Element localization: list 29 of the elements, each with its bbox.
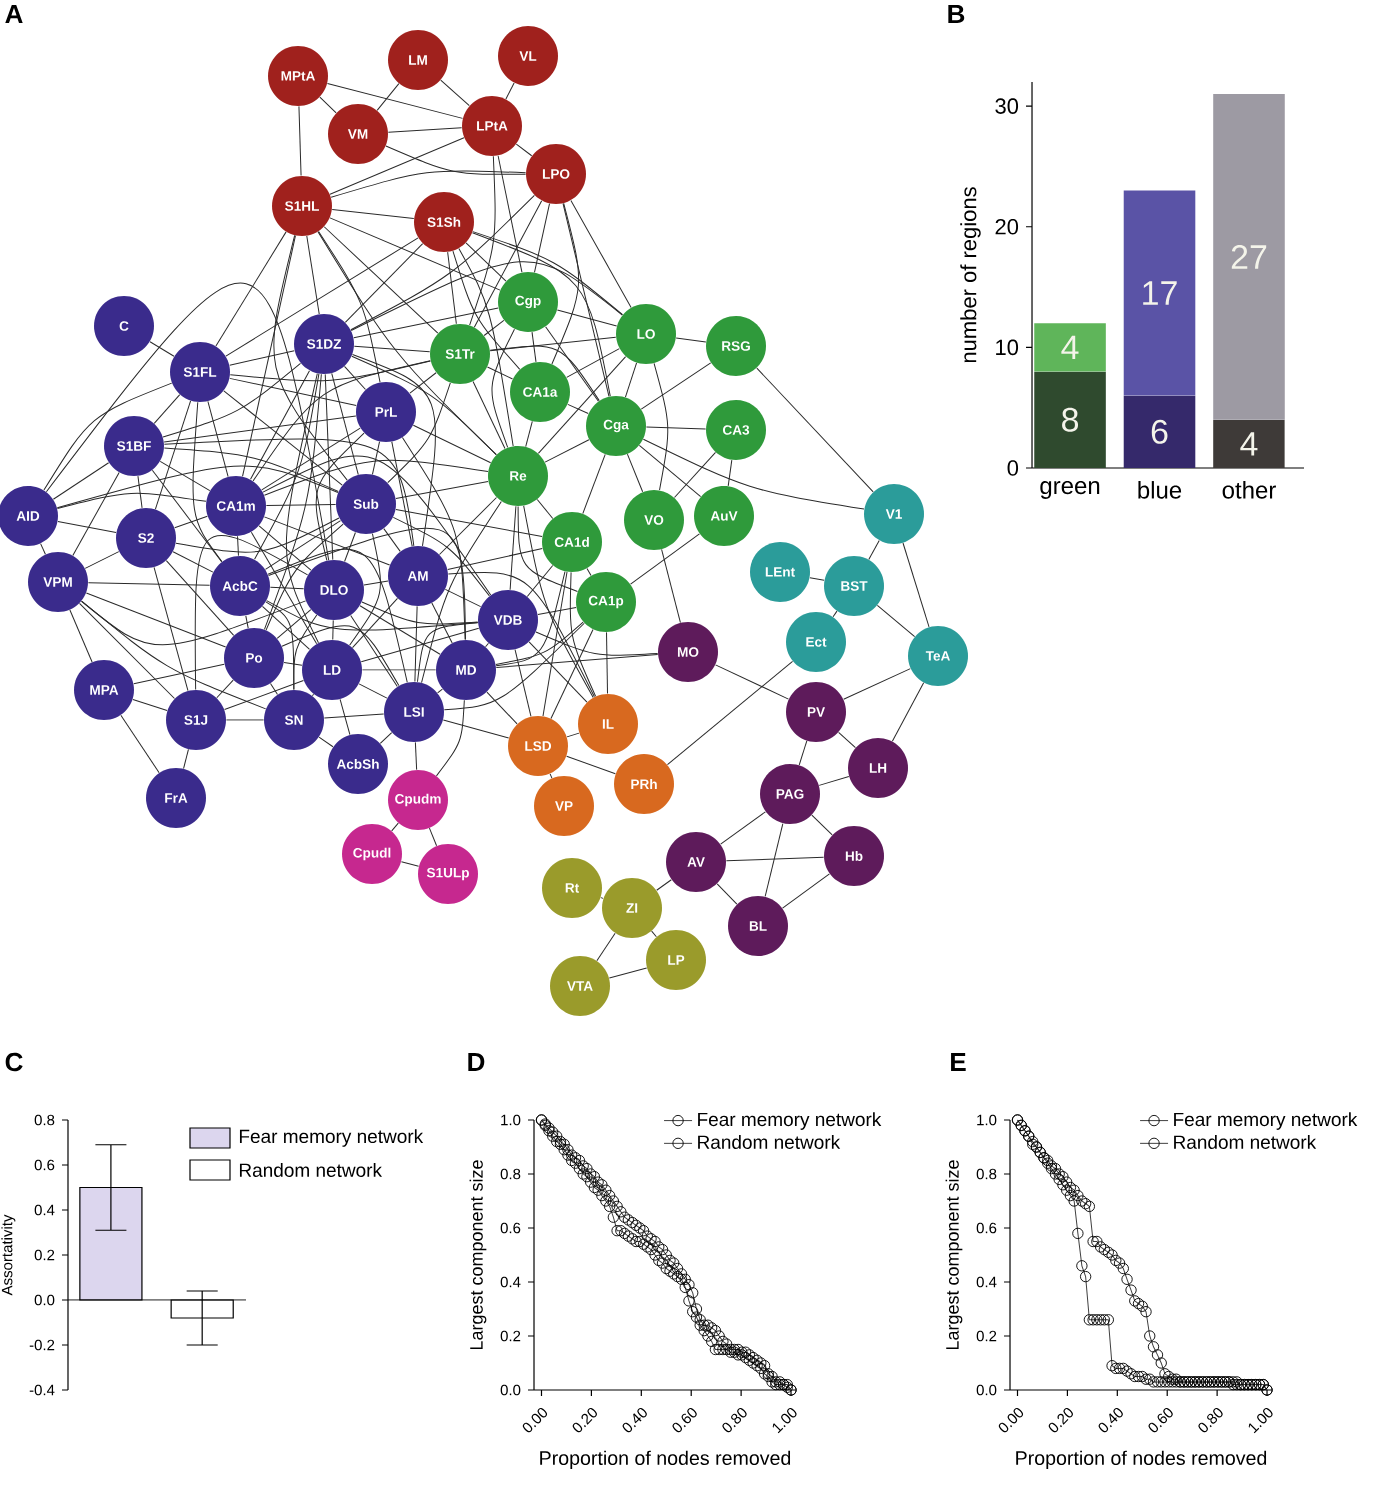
panel-letter: B (948, 5, 965, 23)
legend-label: Random network (239, 1163, 382, 1177)
x-axis-title: Proportion of nodes removed (540, 1450, 791, 1469)
panel-letter: A (5, 5, 23, 23)
legend-label: Fear memory network (1174, 1112, 1358, 1130)
data-label: 27 (1231, 245, 1267, 269)
legend-label: Random network (1174, 1134, 1317, 1149)
data-label: 4 (1240, 432, 1258, 456)
y-tick-label: 30 (995, 98, 1019, 114)
y-axis-title: Largest component size (945, 1160, 963, 1350)
panel-letter: D (468, 1053, 485, 1071)
y-axis-title: Largest component size (469, 1160, 487, 1350)
x-tick-label: other (1222, 481, 1276, 499)
data-label: 4 (1061, 335, 1079, 360)
data-label: 6 (1151, 419, 1168, 444)
y-tick-label: 20 (995, 218, 1019, 235)
x-tick-label: blue (1138, 481, 1182, 499)
legend-label: Fear memory network (239, 1129, 424, 1147)
data-label: 8 (1062, 407, 1079, 432)
legend-label: Random network (698, 1134, 841, 1149)
y-tick-label: 10 (996, 339, 1019, 356)
x-tick-label: green (1040, 481, 1100, 499)
legend-label: Fear memory network (698, 1112, 882, 1130)
y-tick-label: 0 (1007, 460, 1019, 476)
panel-letter: E (951, 1053, 966, 1071)
x-axis-title: Proportion of nodes removed (1016, 1450, 1267, 1469)
panel-letter: C (5, 1052, 23, 1072)
data-label: 17 (1143, 281, 1177, 305)
y-axis-title: number of regions (960, 187, 981, 363)
